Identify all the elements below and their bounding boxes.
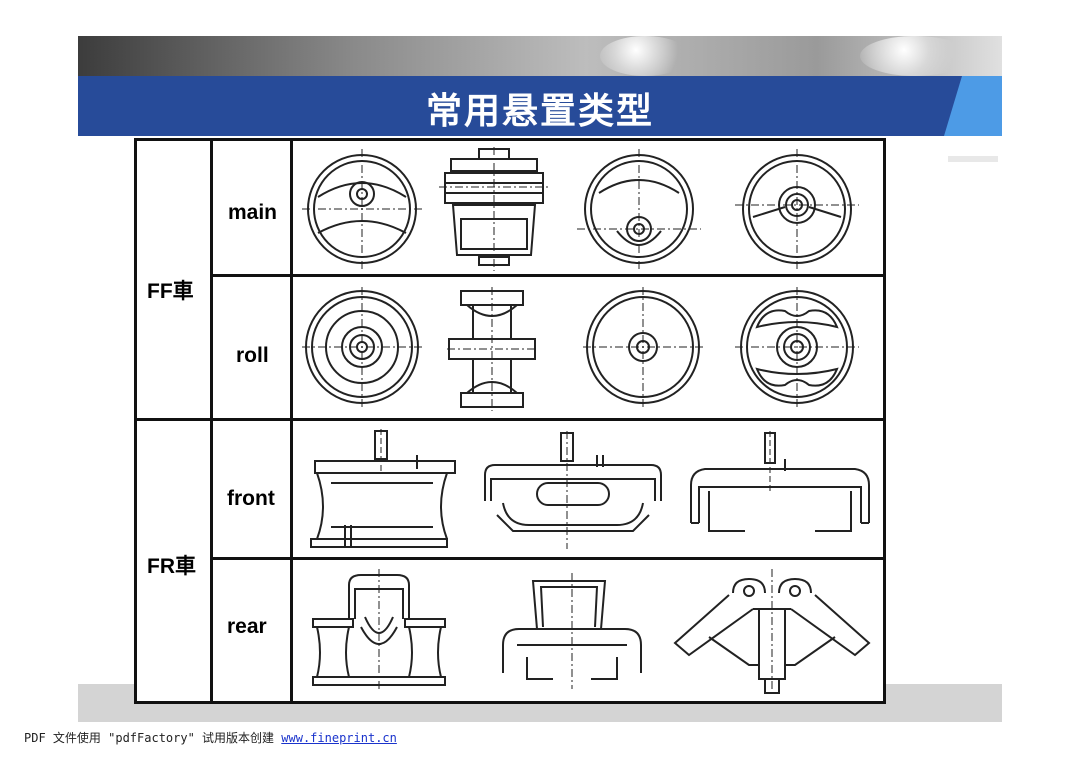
bracket-mount-channel-icon (685, 431, 875, 541)
slide-header-background (78, 36, 1002, 76)
round-mount-center-bush-icon (735, 149, 859, 269)
oval-window-bush-icon (735, 287, 859, 407)
category-label-ff: FF車 (147, 280, 194, 303)
concentric-bush-icon (302, 287, 422, 407)
pdf-footer: PDF 文件使用 "pdfFactory" 试用版本创建 www.finepri… (24, 729, 397, 746)
round-mount-icon (302, 149, 422, 269)
rear-mount-frame-icon (497, 573, 647, 689)
decorative-line (948, 156, 998, 162)
mount-types-table: FF車 FR車 main roll front rear (134, 138, 886, 704)
table-divider (210, 557, 883, 560)
footer-link[interactable]: www.fineprint.cn (281, 731, 397, 745)
decorative-bubble (600, 36, 690, 76)
cylindrical-mount-side-icon (439, 147, 549, 271)
row-label-roll: roll (236, 344, 269, 367)
title-band-wedge (944, 76, 962, 136)
bracket-mount-drum-icon (307, 429, 459, 549)
round-bush-icon (583, 287, 703, 407)
footer-text: PDF 文件使用 "pdfFactory" 试用版本创建 (24, 731, 275, 745)
table-divider (137, 418, 883, 421)
title-band (78, 76, 1002, 136)
rear-mount-double-drum-icon (309, 569, 449, 691)
page-title: 常用悬置类型 (425, 91, 654, 132)
rear-mount-wing-icon (669, 569, 875, 695)
title-band-stripe (962, 76, 1002, 136)
round-mount-offset-hole-icon (577, 149, 701, 269)
category-label-fr: FR車 (147, 555, 196, 578)
table-divider (290, 141, 293, 701)
bracket-mount-slot-icon (477, 431, 669, 549)
row-label-rear: rear (227, 615, 267, 638)
row-label-front: front (227, 487, 275, 510)
row-label-main: main (228, 201, 278, 224)
decorative-bubble (860, 36, 970, 76)
table-divider (210, 141, 213, 701)
table-divider (210, 274, 883, 277)
spool-bush-side-icon (447, 287, 537, 411)
